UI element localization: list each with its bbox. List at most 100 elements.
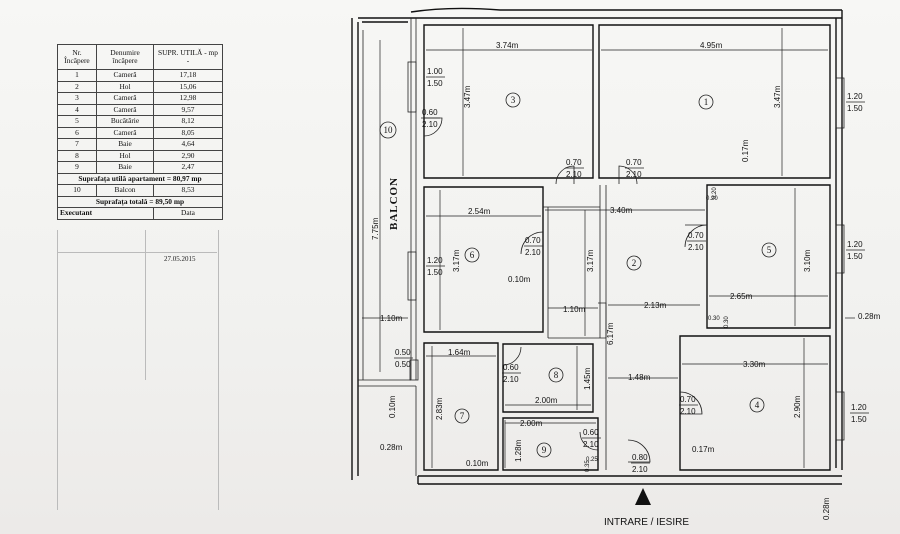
- cell-area: 2,90: [153, 149, 223, 162]
- opening-w6: 1.20 1.50: [426, 256, 445, 277]
- cell-area: 4,64: [153, 138, 223, 151]
- dim-label: 0.10m: [508, 275, 531, 284]
- room-1-number: 1: [704, 97, 709, 107]
- dim-label: 3.30m: [743, 360, 766, 369]
- opening-d3: 0.60 2.10: [421, 108, 440, 129]
- opening-w3: 1.001.50: [426, 67, 445, 88]
- dim-label: 3.17m: [586, 249, 595, 272]
- opening-w7: 0.50 0.50: [394, 348, 413, 369]
- dim-label: 1.28m: [514, 439, 523, 462]
- dim-label: 1.10m: [563, 305, 586, 314]
- dimension-labels: 3.74m 4.95m 3.47m 3.47m 0.17m 2.54m 3.40…: [371, 41, 881, 520]
- dim-label: 2.00m: [535, 396, 558, 405]
- doors: [423, 117, 708, 463]
- opening-width: 0.70: [680, 395, 696, 404]
- area-table: Nr. Încăpere Denumire încăpere SUPR. UTI…: [57, 44, 223, 220]
- executant-row: Executant Data: [57, 207, 223, 220]
- cell-area: 12,98: [153, 92, 223, 105]
- opening-height: 2.10: [422, 120, 438, 129]
- dim-label: 1.45m: [583, 367, 592, 390]
- dim-label: 2.83m: [435, 397, 444, 420]
- executant-label: Executant: [57, 207, 154, 220]
- signature-box: [57, 230, 219, 510]
- opening-width: 0.70: [688, 231, 704, 240]
- dim-label: 0.20: [706, 196, 718, 202]
- dim-label: 2.54m: [468, 207, 491, 216]
- opening-dA: 0.70 2.10: [565, 158, 584, 179]
- opening-height: 2.10: [688, 243, 704, 252]
- cell-area: 8,05: [153, 126, 223, 139]
- opening-d4: 0.70 2.10: [679, 395, 698, 416]
- opening-height: 1.50: [427, 79, 443, 88]
- opening-d6: 0.702.10: [524, 236, 543, 257]
- dim-label: 3.10m: [803, 249, 812, 272]
- dim-label: 3.17m: [452, 249, 461, 272]
- header-area: SUPR. UTILĂ - mp -: [153, 44, 223, 70]
- dim-label: 0.17m: [692, 445, 715, 454]
- divider: [57, 252, 217, 253]
- total-area: Suprafața totală = 89,50 mp: [57, 195, 223, 208]
- opening-height: 1.50: [427, 268, 443, 277]
- dim-label: 0.10m: [388, 395, 397, 418]
- dim-label: 2.65m: [730, 292, 753, 301]
- opening-w4: 1.20 1.50: [850, 403, 869, 424]
- dim-label: 4.95m: [700, 41, 723, 50]
- dim-label: 0.25: [586, 457, 598, 463]
- balcony-label: BALCON: [388, 177, 400, 230]
- opening-height: 2.10: [566, 170, 582, 179]
- table-header-row: Nr. Încăpere Denumire încăpere SUPR. UTI…: [57, 44, 223, 70]
- opening-height: 1.50: [851, 415, 867, 424]
- opening-dB: 0.702.10: [625, 158, 644, 179]
- dim-label: 7.75m: [371, 217, 380, 240]
- opening-width: 0.70: [626, 158, 642, 167]
- entrance-arrow-icon: [635, 488, 651, 505]
- total-useful-row: Suprafața utilă apartament = 80,97 mp: [57, 172, 223, 185]
- dim-label: 0.17m: [741, 139, 750, 162]
- interior-walls: [423, 24, 831, 471]
- room-markers: 1 2 3 4 5 6 7 8 9 10: [379, 92, 777, 458]
- divider: [145, 230, 146, 380]
- opening-width: 1.20: [427, 256, 443, 265]
- opening-width: 0.60: [422, 108, 438, 117]
- opening-width: 0.80: [632, 453, 648, 462]
- total-useful: Suprafața utilă apartament = 80,97 mp: [57, 172, 223, 185]
- dim-label: 1.64m: [448, 348, 471, 357]
- opening-width: 0.70: [566, 158, 582, 167]
- date-label: Data: [153, 207, 223, 220]
- dim-label: 0.28m: [858, 312, 881, 321]
- opening-height: 2.10: [583, 440, 599, 449]
- opening-height: 1.50: [847, 104, 863, 113]
- dim-label: 3.47m: [773, 85, 782, 108]
- table-row: 10 Balcon 8,53: [57, 184, 223, 197]
- dim-label: 6.17m: [606, 322, 615, 345]
- opening-d9: 0.60 2.10: [582, 428, 601, 449]
- dim-label: 0.28m: [380, 443, 403, 452]
- opening-height: 2.10: [525, 248, 541, 257]
- opening-labels: 1.001.50 0.60 2.10 0.70 2.10 0.70 2.10 1.20 1.50…: [394, 67, 869, 474]
- room-4-number: 4: [755, 400, 760, 410]
- opening-height: 0.50: [395, 360, 411, 369]
- dim-label: 1.48m: [628, 373, 651, 382]
- opening-width: 1.20: [847, 240, 863, 249]
- opening-height: 2.10: [632, 465, 648, 474]
- opening-height: 1.50: [847, 252, 863, 261]
- opening-height: 2.10: [680, 407, 696, 416]
- room-3-number: 3: [511, 95, 516, 105]
- dim-label: 0.30: [708, 316, 720, 322]
- room-5-number: 5: [767, 245, 772, 255]
- entrance-label: INTRARE / IESIRE: [604, 517, 689, 528]
- opening-width: 0.60: [583, 428, 599, 437]
- opening-w1: 1.201.50: [846, 92, 865, 113]
- opening-height: 2.10: [503, 375, 519, 384]
- opening-d5: 0.70 2.10: [687, 231, 706, 252]
- opening-width: 0.50: [395, 348, 411, 357]
- room-2-number: 2: [632, 258, 637, 268]
- opening-width: 1.20: [851, 403, 867, 412]
